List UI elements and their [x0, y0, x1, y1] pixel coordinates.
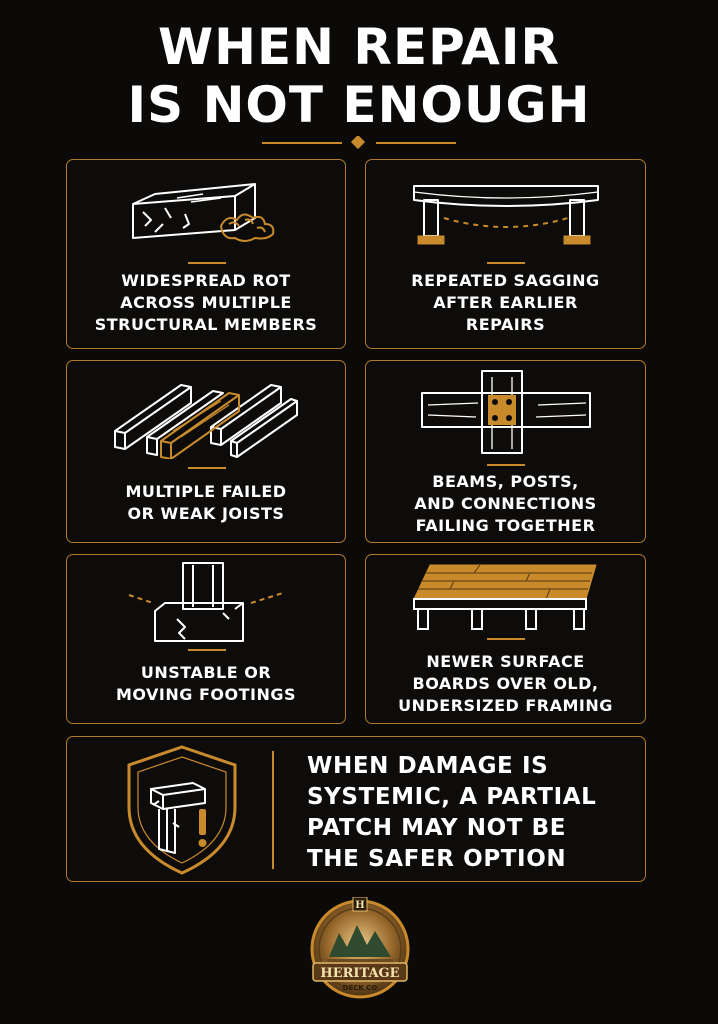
card-rule [487, 262, 525, 264]
card-rule [487, 464, 525, 466]
sagging-beam-icon [413, 185, 599, 245]
card-label: BEAMS, POSTS, AND CONNECTIONS FAILING TO… [414, 472, 597, 535]
title-line-1: WHEN REPAIR [158, 18, 560, 76]
logo-sub: DECK CO [343, 984, 378, 992]
card-label: REPEATED SAGGING AFTER EARLIER REPAIRS [411, 271, 600, 334]
card-rule [487, 638, 525, 640]
deck-boards-framing-icon [413, 564, 597, 630]
callout-divider [272, 751, 274, 869]
cracked-footing-icon [128, 562, 284, 642]
card-rule [188, 649, 226, 651]
card-beams-posts-connections: BEAMS, POSTS, AND CONNECTIONS FAILING TO… [365, 360, 646, 543]
rotting-beam-icon [132, 183, 275, 242]
post-beam-connection-icon [421, 370, 591, 454]
card-rule [188, 262, 226, 264]
card-rule [188, 467, 226, 469]
card-widespread-rot: WIDESPREAD ROT ACROSS MULTIPLE STRUCTURA… [66, 159, 346, 349]
card-failed-joists: MULTIPLE FAILED OR WEAK JOISTS [66, 360, 346, 543]
card-newer-surface-boards: NEWER SURFACE BOARDS OVER OLD, UNDERSIZE… [365, 554, 646, 724]
heritage-deck-co-logo: HERITAGE DECK CO H [310, 897, 410, 999]
card-unstable-footings: UNSTABLE OR MOVING FOOTINGS [66, 554, 346, 724]
shield-warning-icon [127, 745, 237, 875]
card-label: NEWER SURFACE BOARDS OVER OLD, UNDERSIZE… [398, 652, 613, 715]
callout-message: WHEN DAMAGE IS SYSTEMIC, A PARTIAL PATCH… [307, 753, 597, 872]
title-divider [262, 136, 456, 150]
callout-card: WHEN DAMAGE IS SYSTEMIC, A PARTIAL PATCH… [66, 736, 646, 882]
logo-name: HERITAGE [320, 966, 399, 981]
joists-icon [114, 384, 298, 459]
card-repeated-sagging: REPEATED SAGGING AFTER EARLIER REPAIRS [365, 159, 646, 349]
card-label: WIDESPREAD ROT ACROSS MULTIPLE STRUCTURA… [94, 271, 318, 334]
title-line-2: IS NOT ENOUGH [127, 76, 591, 134]
logo-monogram: H [355, 900, 364, 911]
card-label: MULTIPLE FAILED OR WEAK JOISTS [125, 482, 287, 523]
card-label: UNSTABLE OR MOVING FOOTINGS [115, 663, 297, 704]
